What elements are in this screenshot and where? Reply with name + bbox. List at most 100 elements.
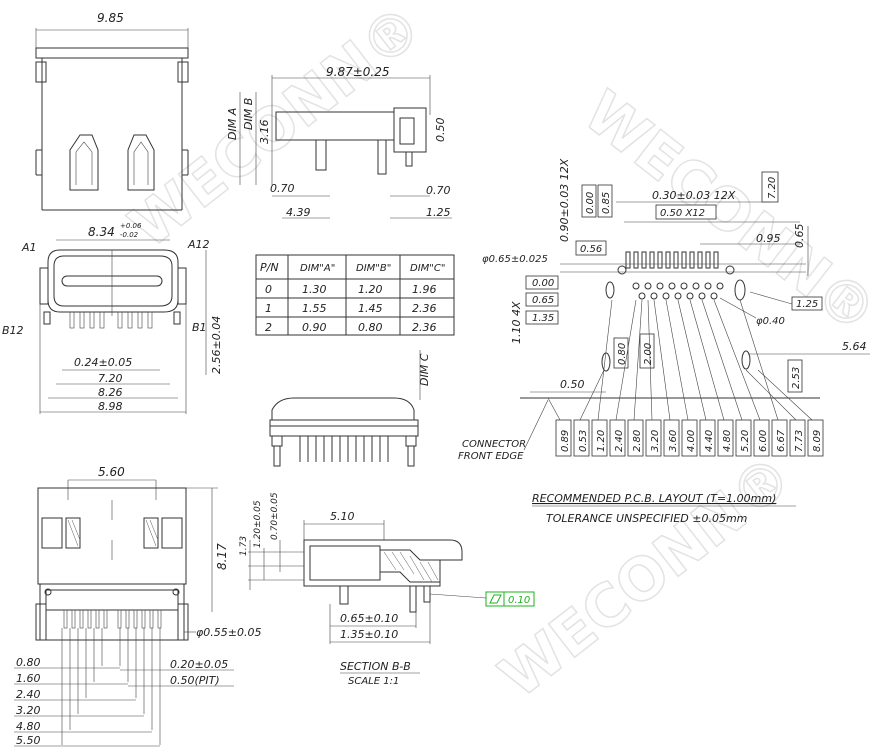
pcb-dim: 2.53 xyxy=(791,367,802,389)
pcb-dim: 7.20 xyxy=(767,177,778,199)
bottom-right-dim: 0.20±0.05 xyxy=(170,658,228,671)
pcb-bottom-dim: 4.80 xyxy=(722,430,733,452)
pcb-dim: 0.85 xyxy=(601,192,612,214)
front-edge-label: FRONT EDGE xyxy=(458,451,524,462)
watermark-group: WECONN® WECONN® WECONN® xyxy=(116,0,874,712)
notes: RECOMMENDED P.C.B. LAYOUT (T=1.00mm) TOL… xyxy=(532,492,796,525)
pcb-dim: 0.00 xyxy=(585,192,596,214)
bottom-right-dim: 0.50(PIT) xyxy=(170,674,220,687)
dim-b-label: DIM B xyxy=(242,98,255,130)
pcb-dim: 0.65 xyxy=(793,224,806,249)
top-view: 9.85 xyxy=(35,11,189,211)
pcb-bottom-dim: 3.20 xyxy=(650,430,661,452)
pcb-dim: φ0.65±0.025 xyxy=(482,254,548,265)
table-cell: 1.55 xyxy=(302,302,327,315)
side-right-offset: 0.70 xyxy=(426,184,451,197)
table-cell: 0.80 xyxy=(358,321,383,334)
pcb-dim: 0.30±0.03 12X xyxy=(652,189,736,202)
pcb-dim: 0.65 xyxy=(532,295,554,306)
section-title: SECTION B-B xyxy=(340,660,411,673)
bottom-height: 8.17 xyxy=(215,543,229,570)
front-edge-label: CONNECTOR xyxy=(462,439,526,450)
pcb-bottom-dim: 6.67 xyxy=(776,429,787,452)
front-pins xyxy=(69,311,153,329)
table-cell: 2 xyxy=(265,321,272,334)
table-cell: 0.90 xyxy=(302,321,327,334)
pcb-dim: 0.90±0.03 12X xyxy=(558,158,571,242)
note-recommended: RECOMMENDED P.C.B. LAYOUT (T=1.00mm) xyxy=(532,492,776,505)
pcb-dim: 5.64 xyxy=(842,340,867,353)
side-view: 9.87±0.25 DIM A DIM B 3.16 0.50 0.70 0.7… xyxy=(226,65,452,219)
table-header: DIM"C" xyxy=(410,263,445,274)
section-dim: 0.65±0.10 xyxy=(340,612,398,625)
section-hatch xyxy=(383,551,439,583)
bottom-dim-lines xyxy=(61,628,161,745)
side-height: 3.16 xyxy=(258,120,271,145)
watermark-text: WECONN® xyxy=(487,442,805,711)
top-view-width: 9.85 xyxy=(97,11,124,25)
section-b-b: 5.10 1.73 1.20±0.05 0.70±0.05 0.10 0.65±… xyxy=(239,492,535,687)
front-w2: 8.26 xyxy=(98,386,123,399)
pcb-bottom-dim: 2.40 xyxy=(614,430,625,452)
bottom-left-dim: 4.80 xyxy=(16,720,41,733)
bottom-width: 5.60 xyxy=(98,465,125,479)
front-height: 2.56±0.04 xyxy=(210,316,223,374)
pcb-dim: 0.80 xyxy=(617,343,628,365)
table-cell: 2.36 xyxy=(412,321,437,334)
pcb-bottom-dim: 6.00 xyxy=(758,430,769,452)
pcb-bottom-dim: 4.40 xyxy=(704,430,715,452)
table-header: DIM"A" xyxy=(300,263,335,274)
rear-pins xyxy=(299,436,389,462)
pcb-dim: φ0.40 xyxy=(756,316,785,327)
side-length: 9.87±0.25 xyxy=(326,65,390,79)
table-cell: 1.30 xyxy=(302,283,327,296)
pcb-dim: 0.95 xyxy=(756,232,781,245)
table-cell: 1.45 xyxy=(358,302,383,315)
side-left-dist: 4.39 xyxy=(286,206,311,219)
section-dim: 1.73 xyxy=(239,536,249,556)
side-left-offset: 0.70 xyxy=(270,182,295,195)
bottom-pins xyxy=(63,609,162,629)
pcb-dim: 0.56 xyxy=(580,244,602,255)
pcb-bottom-dim: 2.80 xyxy=(632,430,643,452)
section-dim: 0.70±0.05 xyxy=(270,492,280,540)
table-cell: 0 xyxy=(265,283,272,296)
label-a1: A1 xyxy=(21,241,37,254)
pcb-dim: 0.50 xyxy=(560,378,585,391)
pcb-bottom-dim: 7.73 xyxy=(794,430,805,452)
front-w1: 7.20 xyxy=(98,372,123,385)
label-a12: A12 xyxy=(187,238,210,251)
table-cell: 1.96 xyxy=(412,283,437,296)
label-b1: B1 xyxy=(192,321,207,334)
pcb-bottom-dim: 8.09 xyxy=(812,430,823,452)
bottom-hole: φ0.55±0.05 xyxy=(196,626,261,639)
note-tolerance: TOLERANCE UNSPECIFIED ±0.05mm xyxy=(546,512,747,525)
bottom-left-dim: 3.20 xyxy=(16,704,41,717)
pcb-bottom-dim: 1.20 xyxy=(596,430,607,452)
front-tol-down: -0.02 xyxy=(120,231,139,239)
front-tol-up: +0.06 xyxy=(120,222,142,230)
pcb-leader-lines xyxy=(547,299,813,421)
pcb-bottom-dims: 0.89 0.53 1.20 2.40 2.80 3.20 3.60 4.00 … xyxy=(555,419,824,457)
label-b12: B12 xyxy=(2,324,24,337)
dim-a-label: DIM A xyxy=(226,108,239,140)
section-dim: 1.35±0.10 xyxy=(340,628,398,641)
side-tab: 0.50 xyxy=(434,118,447,143)
table-header: P/N xyxy=(260,261,279,274)
bottom-left-dim: 5.50 xyxy=(16,734,41,747)
section-dim: 5.10 xyxy=(330,510,355,523)
pcb-dim: 1.25 xyxy=(796,299,818,310)
section-dim: 1.20±0.05 xyxy=(253,500,263,548)
dimension-table: P/N DIM"A" DIM"B" DIM"C" 0 1.30 1.20 1.9… xyxy=(255,254,455,336)
pcb-smd-pads xyxy=(625,251,719,269)
front-pitch: 0.24±0.05 xyxy=(74,356,132,369)
front-width-main: 8.34 xyxy=(88,225,115,239)
front-w3: 8.98 xyxy=(98,400,123,413)
bottom-view: 5.60 8.17 φ0.55±0.05 xyxy=(14,465,261,747)
bottom-left-dim: 2.40 xyxy=(16,688,41,701)
section-flatness: 0.10 xyxy=(508,595,530,606)
pcb-layout: 0.90±0.03 12X 0.00 0.85 0.30±0.03 12X 0.… xyxy=(458,158,870,462)
side-right-dist: 1.25 xyxy=(426,206,451,219)
dim-c-label: DIM C xyxy=(418,353,431,386)
